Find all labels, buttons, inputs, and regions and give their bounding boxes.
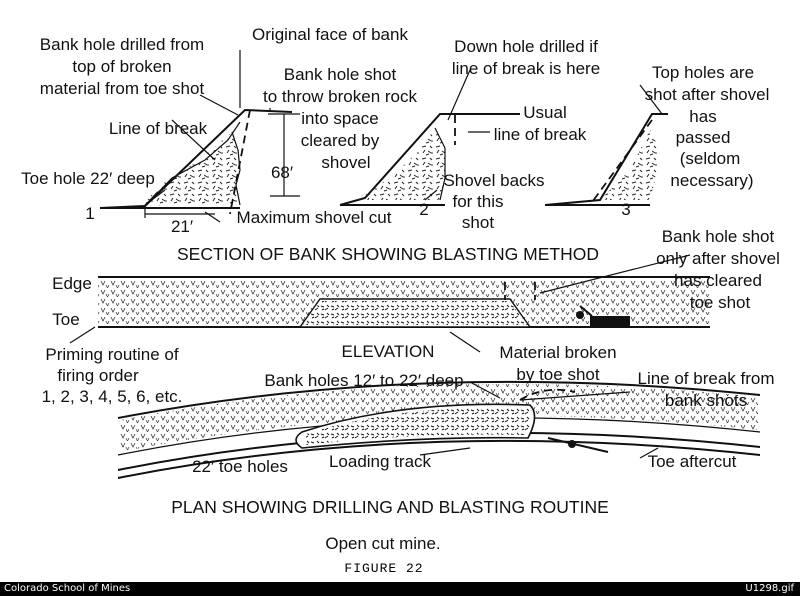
line-of-break-label: Line of break [109, 119, 208, 138]
plan-view [117, 380, 761, 479]
section-profile-2 [339, 69, 520, 206]
blasting-diagram: Bank hole drilled from top of broken mat… [21, 25, 780, 576]
edge-label: Edge [52, 274, 92, 293]
toe-aftercut-label: Toe aftercut [648, 452, 737, 471]
bank-hole-shot-line3: into space [301, 109, 379, 128]
max-shovel-cut-label: Maximum shovel cut [237, 208, 392, 227]
elevation-view [98, 276, 710, 328]
bank-hole-shot-after-line3: has cleared [674, 271, 762, 290]
section-number-1: 1 [85, 204, 94, 223]
section-title: SECTION OF BANK SHOWING BLASTING METHOD [177, 244, 599, 264]
section-number-2: 2 [419, 200, 428, 219]
plan-title: PLAN SHOWING DRILLING AND BLASTING ROUTI… [171, 497, 609, 517]
height-68-label: 68′ [271, 163, 293, 182]
section-number-3: 3 [621, 200, 630, 219]
down-hole-line2: line of break is here [452, 59, 600, 78]
toe-holes-22-label: 22′ toe holes [192, 457, 288, 476]
footer-bar: Colorado School of Mines U1298.gif [0, 582, 800, 596]
bank-hole-shot-line1: Bank hole shot [284, 65, 397, 84]
toe-hole-label: Toe hole 22′ deep [21, 169, 155, 188]
priming-line2: firing order [57, 366, 139, 385]
top-holes-line4: passed [676, 128, 731, 147]
bank-hole-shot-after-line4: toe shot [690, 293, 751, 312]
top-holes-line5: (seldom [680, 149, 740, 168]
shovel-icon [576, 305, 630, 326]
top-holes-line2: shot after shovel [645, 85, 770, 104]
bank-hole-shot-line5: shovel [321, 153, 370, 172]
bank-hole-drilled-line1: Bank hole drilled from [40, 35, 204, 54]
priming-line3: 1, 2, 3, 4, 5, 6, etc. [42, 387, 183, 406]
leader-lines [69, 50, 691, 459]
footer-source: Colorado School of Mines [4, 583, 131, 594]
toe-label: Toe [52, 310, 79, 329]
shovel-backs-line3: shot [462, 213, 494, 232]
bank-hole-drilled-line2: top of broken [72, 57, 171, 76]
top-holes-line1: Top holes are [652, 63, 754, 82]
top-holes-line3: has [689, 107, 716, 126]
bank-hole-shot-after-line2: only after shovel [656, 249, 780, 268]
bank-hole-shot-line4: cleared by [301, 131, 380, 150]
elevation-label: ELEVATION [342, 342, 435, 361]
footer-filename: U1298.gif [745, 583, 794, 594]
usual-line-line1: Usual [523, 103, 566, 122]
line-of-break-bank-line1: Line of break from [637, 369, 774, 388]
distance-21-label: 21′ [171, 217, 193, 236]
usual-line-line2: line of break [494, 125, 587, 144]
priming-line1: Priming routine of [45, 345, 179, 364]
section-profile-3 [544, 84, 668, 206]
bank-hole-drilled-line3: material from toe shot [40, 79, 205, 98]
bank-holes-depth-label: Bank holes 12′ to 22′ deep [264, 371, 463, 390]
material-broken-line2: by toe shot [516, 365, 599, 384]
down-hole-line1: Down hole drilled if [454, 37, 598, 56]
loading-track-label: Loading track [329, 452, 432, 471]
bank-hole-shot-after-line1: Bank hole shot [662, 227, 775, 246]
bank-hole-shot-line2: to throw broken rock [263, 87, 418, 106]
material-broken-line1: Material broken [499, 343, 616, 362]
open-cut-caption: Open cut mine. [325, 534, 440, 553]
shovel-backs-line1: Shovel backs [443, 171, 544, 190]
top-holes-line6: necessary) [670, 171, 753, 190]
original-face-label: Original face of bank [252, 25, 408, 44]
figure-number: FIGURE 22 [344, 561, 423, 576]
line-of-break-bank-line2: bank shots [665, 391, 747, 410]
text-labels: Bank hole drilled from top of broken mat… [21, 25, 780, 576]
section-profile-1 [99, 108, 300, 223]
shovel-backs-line2: for this [452, 192, 503, 211]
